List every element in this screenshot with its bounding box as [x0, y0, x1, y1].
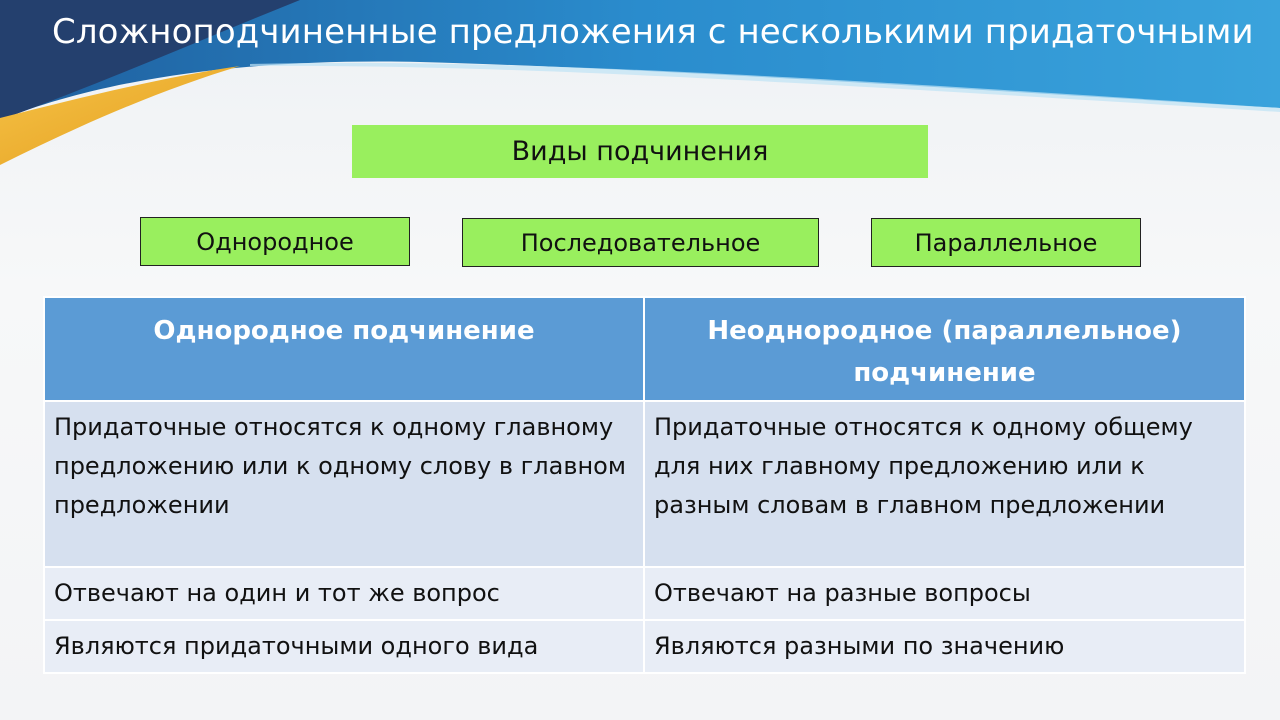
table-row: Придаточные относятся к одному главному …	[43, 400, 1246, 568]
table-row: Отвечают на один и тот же вопрос Отвечаю…	[43, 566, 1246, 621]
table-row: Являются придаточными одного вида Являют…	[43, 619, 1246, 674]
table-header-row: Однородное подчинение Неоднородное (пара…	[43, 296, 1246, 402]
table-cell: Являются придаточными одного вида	[43, 619, 645, 674]
kind-sequential-box: Последовательное	[462, 218, 819, 267]
header-homogeneous: Однородное подчинение	[43, 296, 645, 402]
header-decoration	[0, 0, 1280, 165]
table-cell: Являются разными по значению	[643, 619, 1246, 674]
header-heterogeneous: Неоднородное (параллельное) подчинение	[643, 296, 1246, 402]
kind-parallel-box: Параллельное	[871, 218, 1141, 267]
table-cell: Придаточные относятся к одному главному …	[43, 400, 645, 568]
table-cell: Отвечают на один и тот же вопрос	[43, 566, 645, 621]
table-cell: Придаточные относятся к одному общему дл…	[643, 400, 1246, 568]
types-of-subordination-box: Виды подчинения	[352, 125, 928, 178]
slide-title: Сложноподчиненные предложения с нескольк…	[52, 12, 1254, 52]
table-cell: Отвечают на разные вопросы	[643, 566, 1246, 621]
comparison-table: Однородное подчинение Неоднородное (пара…	[43, 296, 1246, 674]
kind-homogeneous-box: Однородное	[140, 217, 410, 266]
